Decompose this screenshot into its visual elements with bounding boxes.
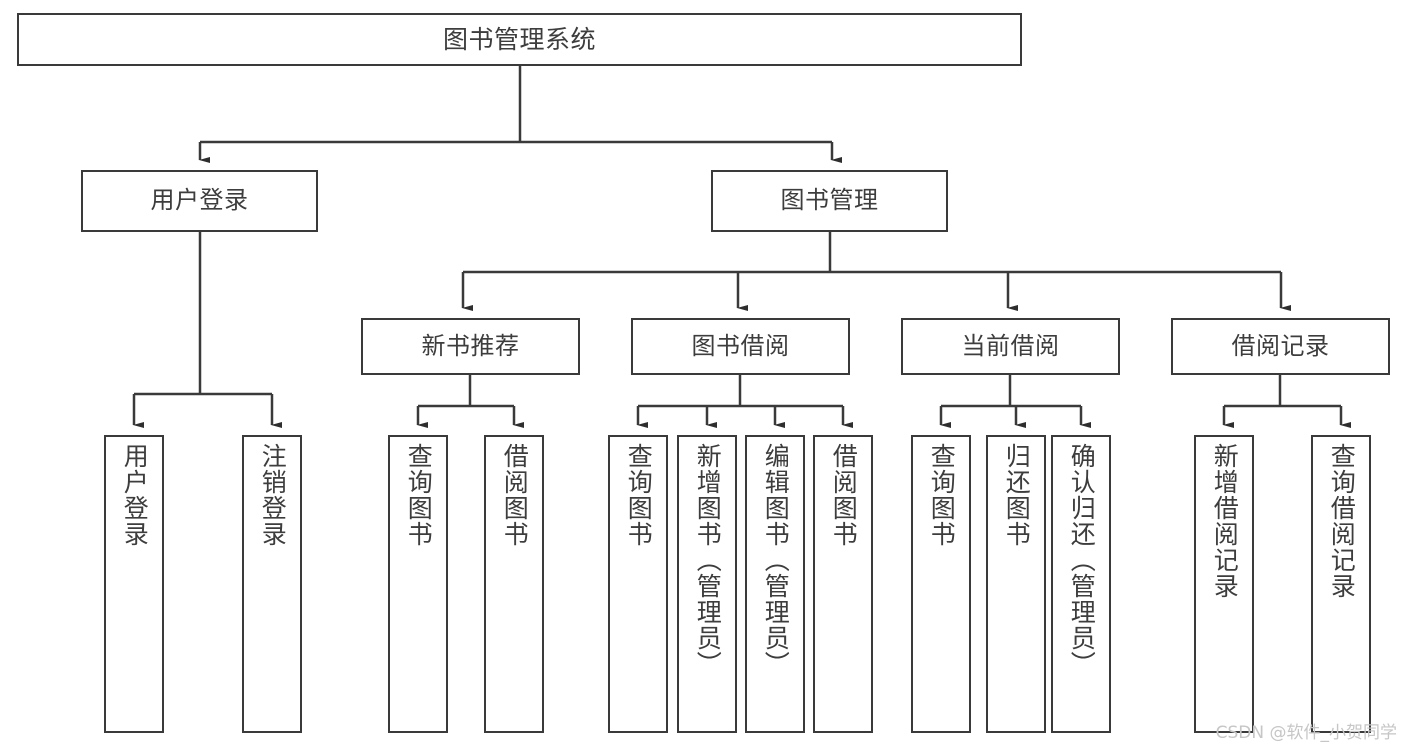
node-label: 新书推荐: [421, 331, 520, 360]
node-label: 查询借阅记录: [1327, 443, 1357, 599]
leaf-query-borrow-record[interactable]: 查询借阅记录: [1311, 435, 1371, 733]
leaf-query-book-current[interactable]: 查询图书: [911, 435, 971, 733]
node-label: 图书管理: [780, 186, 879, 215]
node-label: 新增图书（管理员）: [693, 443, 723, 677]
node-label: 确认归还（管理员）: [1067, 443, 1097, 677]
leaf-borrow-book-recommendation[interactable]: 借阅图书: [484, 435, 544, 733]
leaf-add-borrow-record[interactable]: 新增借阅记录: [1194, 435, 1254, 733]
leaf-logout[interactable]: 注销登录: [242, 435, 302, 733]
node-borrow-record[interactable]: 借阅记录: [1171, 318, 1390, 375]
node-label: 编辑图书（管理员）: [761, 443, 791, 677]
leaf-add-book-admin[interactable]: 新增图书（管理员）: [677, 435, 737, 733]
leaf-query-book-recommendation[interactable]: 查询图书: [388, 435, 448, 733]
node-current-borrow[interactable]: 当前借阅: [901, 318, 1120, 375]
node-book-borrow[interactable]: 图书借阅: [631, 318, 850, 375]
node-label: 借阅图书: [500, 443, 530, 547]
node-label: 借阅记录: [1231, 331, 1330, 360]
leaf-user-login[interactable]: 用户登录: [104, 435, 164, 733]
node-label: 用户登录: [150, 186, 249, 215]
node-label: 图书借阅: [691, 331, 790, 360]
node-user-login[interactable]: 用户登录: [81, 170, 318, 232]
node-label: 新增借阅记录: [1210, 443, 1240, 599]
watermark-text: CSDN @软件_小贺同学: [1215, 723, 1397, 743]
node-label: 借阅图书: [829, 443, 859, 547]
node-label: 图书管理系统: [442, 25, 596, 54]
node-book-manage[interactable]: 图书管理: [711, 170, 948, 232]
node-label: 查询图书: [404, 443, 434, 547]
node-label: 当前借阅: [961, 331, 1060, 360]
leaf-query-book-borrow[interactable]: 查询图书: [608, 435, 668, 733]
leaf-borrow-book[interactable]: 借阅图书: [813, 435, 873, 733]
node-new-book-recommendation[interactable]: 新书推荐: [361, 318, 580, 375]
leaf-confirm-return-admin[interactable]: 确认归还（管理员）: [1051, 435, 1111, 733]
node-root-system[interactable]: 图书管理系统: [17, 13, 1022, 66]
node-label: 注销登录: [258, 443, 288, 547]
node-label: 查询图书: [927, 443, 957, 547]
node-label: 归还图书: [1002, 443, 1032, 547]
leaf-edit-book-admin[interactable]: 编辑图书（管理员）: [745, 435, 805, 733]
node-label: 用户登录: [120, 443, 150, 547]
leaf-return-book[interactable]: 归还图书: [986, 435, 1046, 733]
node-label: 查询图书: [624, 443, 654, 547]
